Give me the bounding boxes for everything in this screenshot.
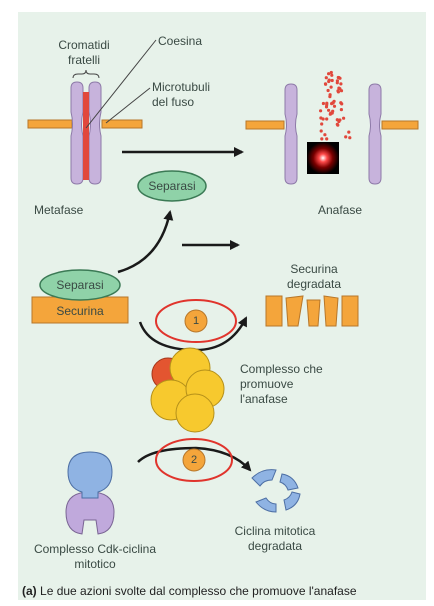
cohesin-fragment-dot bbox=[320, 137, 324, 141]
cleaved-cohesin-dots bbox=[319, 70, 352, 141]
cohesin-fragment-dot bbox=[330, 111, 334, 115]
anaphase-chromatid-right bbox=[368, 83, 382, 185]
apc-complex bbox=[150, 347, 225, 433]
separase-release-arrow bbox=[117, 210, 174, 274]
securin-block bbox=[31, 296, 129, 324]
cohesin-fragment-dot bbox=[325, 117, 329, 121]
cohesin-fragment-dot bbox=[321, 117, 325, 121]
label-apc: Complesso che promuove l'anafase bbox=[240, 362, 323, 406]
label-metaphase: Metafase bbox=[34, 203, 84, 217]
chromatids-bracket bbox=[72, 69, 100, 79]
cohesin-fragment-dot bbox=[329, 70, 333, 75]
label-cdk-cyclin: Complesso Cdk-ciclina mitotico bbox=[33, 542, 157, 571]
microtubule-pointer bbox=[105, 87, 151, 124]
cohesin-fragment-dot bbox=[337, 119, 341, 124]
cohesin-band bbox=[83, 92, 89, 180]
cohesin-fragment-dot bbox=[335, 122, 339, 126]
cohesin-fragment-dot bbox=[321, 101, 325, 106]
anaphase-microtubules bbox=[245, 120, 419, 130]
label-degraded-securin: Securina degradata bbox=[286, 262, 342, 291]
cohesin-fragment-dot bbox=[326, 88, 330, 93]
cohesin-fragment-dot bbox=[329, 85, 333, 89]
cohesin-fragment-dot bbox=[336, 89, 340, 93]
figure-caption: (a) Le due azioni svolte dal complesso c… bbox=[22, 584, 357, 598]
step1-number: 1 bbox=[192, 315, 200, 327]
cohesin-fragment-dot bbox=[332, 104, 337, 108]
step2-arrow bbox=[137, 446, 252, 472]
label-separase-bound: Separasi bbox=[56, 278, 104, 292]
cohesin-fragment-dot bbox=[327, 79, 331, 84]
cohesin-fragment-dot bbox=[325, 137, 329, 141]
label-sister-chromatids: Cromatidi fratelli bbox=[58, 38, 110, 67]
metaphase-chromosome bbox=[70, 81, 102, 185]
cohesin-fragment-dot bbox=[323, 133, 327, 137]
cohesin-fragment-dot bbox=[342, 116, 346, 120]
cohesin-fragment-dot bbox=[319, 109, 323, 113]
cohesin-fragment-dot bbox=[319, 129, 323, 133]
cohesin-fragment-dot bbox=[324, 76, 328, 80]
label-degraded-cyclin: Ciclina mitotica degradata bbox=[234, 524, 316, 553]
label-spindle-microtubules: Microtubuli del fuso bbox=[152, 80, 211, 109]
step2-number: 2 bbox=[190, 454, 198, 466]
cohesin-fragment-dot bbox=[348, 136, 352, 140]
degraded-securin-fragments bbox=[265, 295, 359, 327]
cohesin-fragment-dot bbox=[340, 102, 344, 106]
glow-marker bbox=[307, 142, 339, 174]
step2-ring bbox=[155, 438, 233, 482]
cohesin-fragment-dot bbox=[323, 82, 328, 86]
caption-panel-letter: (a) bbox=[22, 584, 37, 598]
anaphase-chromatid-left bbox=[284, 83, 298, 185]
cdk-cyclin-complex bbox=[65, 451, 115, 535]
cohesin-fragment-dot bbox=[339, 108, 343, 112]
cohesin-fragment-dot bbox=[339, 89, 344, 93]
cohesin-fragment-dot bbox=[347, 130, 351, 134]
cohesin-fragment-dot bbox=[325, 103, 329, 107]
step1-badge bbox=[184, 309, 208, 333]
label-anaphase: Anafase bbox=[318, 203, 363, 217]
cohesin-fragment-dot bbox=[339, 82, 343, 86]
cohesin-fragment-dot bbox=[344, 135, 348, 139]
caption-text: Le due azioni svolte dal complesso che p… bbox=[40, 584, 357, 598]
cohesin-pointer bbox=[85, 39, 157, 129]
label-cohesin: Coesina bbox=[158, 34, 203, 48]
separase-bound-ellipse bbox=[39, 269, 121, 301]
cohesin-fragment-dot bbox=[327, 72, 331, 76]
cohesin-fragment-dot bbox=[327, 108, 331, 112]
cohesin-fragment-dot bbox=[337, 86, 341, 90]
cohesin-fragment-dot bbox=[320, 122, 324, 126]
cohesin-fragment-dot bbox=[328, 93, 332, 97]
cohesin-fragment-dot bbox=[330, 73, 334, 77]
cohesin-fragment-dot bbox=[330, 78, 334, 83]
cohesin-fragment-dot bbox=[335, 79, 339, 83]
cohesin-fragment-dot bbox=[338, 76, 342, 80]
label-securin: Securina bbox=[56, 304, 104, 318]
degraded-cyclin-fragments bbox=[251, 469, 301, 513]
step2-badge bbox=[182, 448, 206, 472]
separase-active-ellipse bbox=[137, 170, 207, 202]
label-separase-active: Separasi bbox=[148, 179, 196, 193]
step1-ring bbox=[155, 299, 237, 343]
cohesin-fragment-dot bbox=[330, 102, 334, 106]
